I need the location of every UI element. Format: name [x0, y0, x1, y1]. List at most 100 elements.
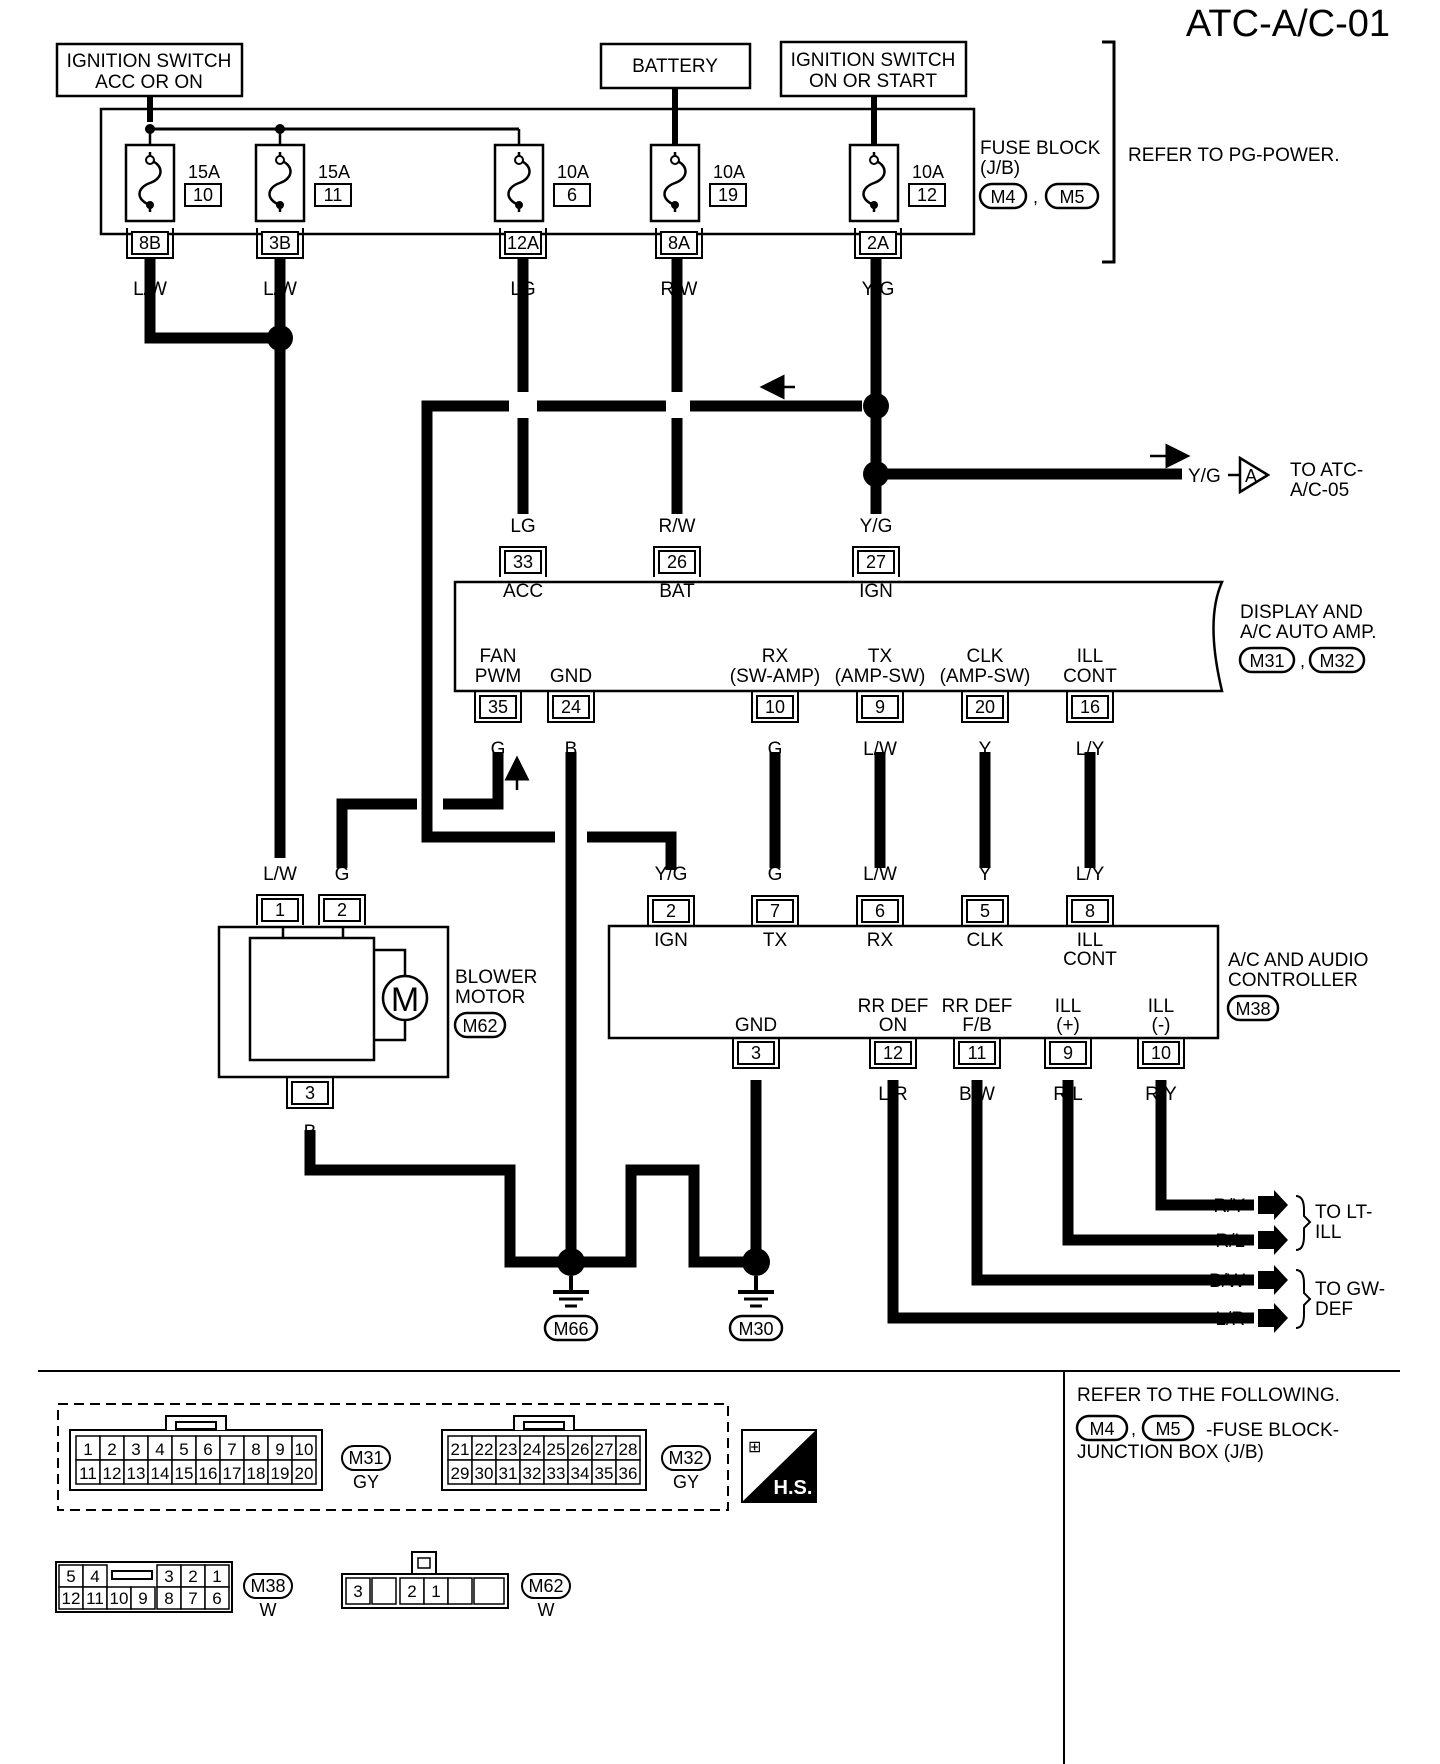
- wire-color-amp-33: LG: [510, 516, 535, 537]
- harness-connector-icon: ⊞: [748, 1439, 761, 1456]
- svg-text:3: 3: [131, 1440, 140, 1459]
- svg-text:12: 12: [883, 1043, 903, 1063]
- svg-text:22: 22: [475, 1440, 494, 1459]
- wire-color-ground-1: B: [565, 1202, 578, 1223]
- svg-text:TX: TX: [763, 930, 788, 951]
- svg-text:10A: 10A: [557, 162, 589, 182]
- output-arrows: TO LT- ILL TO GW- DEF: [1258, 1190, 1385, 1333]
- svg-text:35: 35: [595, 1464, 614, 1483]
- svg-text:18: 18: [247, 1464, 266, 1483]
- svg-text:F/B: F/B: [962, 1015, 992, 1036]
- svg-text:(+): (+): [1056, 1015, 1080, 1036]
- svg-text:M4: M4: [1089, 1419, 1114, 1439]
- svg-text:6: 6: [203, 1440, 212, 1459]
- svg-text:ILL: ILL: [1148, 996, 1174, 1017]
- refer-pg-power: REFER TO PG-POWER.: [1128, 145, 1340, 166]
- svg-text:10: 10: [193, 185, 213, 205]
- svg-text:3: 3: [353, 1582, 362, 1601]
- svg-text:ON: ON: [879, 1015, 908, 1036]
- wire-color-controller-9: R/L: [1053, 1084, 1083, 1105]
- svg-text:GND: GND: [735, 1015, 777, 1036]
- svg-text:M31: M31: [1249, 651, 1284, 671]
- wire-color-controller-11: B/W: [959, 1084, 995, 1105]
- svg-text:M5: M5: [1155, 1419, 1180, 1439]
- svg-text:24: 24: [523, 1440, 542, 1459]
- wire-color-amp-9: L/W: [863, 739, 897, 760]
- svg-text:FAN: FAN: [480, 646, 517, 667]
- svg-text:11: 11: [968, 1043, 987, 1063]
- svg-text:27: 27: [595, 1440, 614, 1459]
- svg-text:9: 9: [875, 697, 885, 717]
- svg-text:-FUSE BLOCK-: -FUSE BLOCK-: [1206, 1420, 1339, 1441]
- amp-pin-20: 20: [961, 692, 1009, 723]
- svg-text:10: 10: [295, 1440, 314, 1459]
- wire-color-fuse-11: L/W: [263, 279, 297, 300]
- wire-color-blower-1: L/W: [263, 864, 297, 885]
- svg-text:ILL: ILL: [1077, 930, 1103, 951]
- svg-text:A/C AND AUDIO: A/C AND AUDIO: [1228, 950, 1368, 971]
- to-atc-ac05-reference: Y/G A TO ATC- A/C-05: [1188, 455, 1363, 501]
- wire-color-amp-24: B: [565, 739, 578, 760]
- svg-text:3B: 3B: [269, 233, 291, 253]
- svg-text:RX: RX: [762, 646, 789, 667]
- svg-text:(-): (-): [1152, 1015, 1171, 1036]
- svg-text:RR DEF: RR DEF: [942, 996, 1013, 1017]
- svg-text:12: 12: [62, 1589, 81, 1608]
- svg-text:7: 7: [188, 1589, 197, 1608]
- svg-text:RX: RX: [867, 930, 894, 951]
- svg-text:2: 2: [337, 900, 347, 920]
- wire-color-fuse-12: Y/G: [862, 279, 895, 300]
- svg-text:19: 19: [718, 185, 738, 205]
- svg-text:M38: M38: [250, 1576, 285, 1596]
- svg-text:33: 33: [547, 1464, 566, 1483]
- wire-color-amp-26: R/W: [659, 516, 696, 537]
- blower-connector-m62: M62: [453, 1011, 507, 1039]
- svg-text:30: 30: [475, 1464, 494, 1483]
- svg-text:1: 1: [212, 1567, 221, 1586]
- svg-text:21: 21: [451, 1440, 470, 1459]
- wire-color-blower-2: G: [335, 864, 350, 885]
- wire-color-controller-2: Y/G: [655, 864, 688, 885]
- wire-color-controller-6: L/W: [863, 864, 897, 885]
- svg-text:8: 8: [251, 1440, 260, 1459]
- harness-side-badge: ⊞ H.S.: [741, 1429, 817, 1503]
- svg-text:11: 11: [79, 1464, 97, 1483]
- amp-pin-33: 33: [499, 546, 547, 577]
- ignition-switch-acc-box: IGNITION SWITCH ACC OR ON: [55, 42, 244, 98]
- svg-text:19: 19: [271, 1464, 290, 1483]
- svg-text:26: 26: [667, 552, 687, 572]
- amp-pin-10: 10: [751, 692, 799, 723]
- wire-color-ground-4: B: [750, 1202, 763, 1223]
- svg-text:DEF: DEF: [1315, 1299, 1353, 1320]
- svg-text:6: 6: [567, 185, 577, 205]
- fuse-block-connector-m5: M5: [1044, 182, 1100, 210]
- wire-color-blower-3: B: [304, 1122, 317, 1143]
- svg-text:M31: M31: [348, 1448, 383, 1468]
- controller-pin-2: 2: [647, 895, 695, 926]
- svg-text:6: 6: [212, 1589, 221, 1608]
- svg-text:,: ,: [1300, 651, 1305, 671]
- svg-text:FUSE BLOCK: FUSE BLOCK: [980, 138, 1101, 159]
- wire-color-amp-27: Y/G: [860, 516, 893, 537]
- controller-pin-12: 12: [869, 1038, 917, 1069]
- controller-pin-10: 10: [1137, 1038, 1185, 1069]
- svg-text:CLK: CLK: [967, 930, 1004, 951]
- wire-color-output-1: R/L: [1215, 1231, 1245, 1252]
- controller-pin-3: 3: [732, 1038, 780, 1069]
- svg-text:IGN: IGN: [859, 581, 893, 602]
- wire-color-ground-3: B: [688, 1202, 701, 1223]
- controller-connector-m38: M38: [1226, 994, 1280, 1022]
- svg-text:2: 2: [107, 1440, 116, 1459]
- svg-text:7: 7: [770, 901, 780, 921]
- svg-text:Y/G: Y/G: [1188, 466, 1221, 487]
- fuse-block-connector-m4: M4: [978, 182, 1028, 210]
- svg-text:M38: M38: [1235, 999, 1270, 1019]
- svg-text:M62: M62: [462, 1016, 497, 1036]
- svg-text:11: 11: [86, 1589, 104, 1608]
- svg-text:9: 9: [138, 1589, 147, 1608]
